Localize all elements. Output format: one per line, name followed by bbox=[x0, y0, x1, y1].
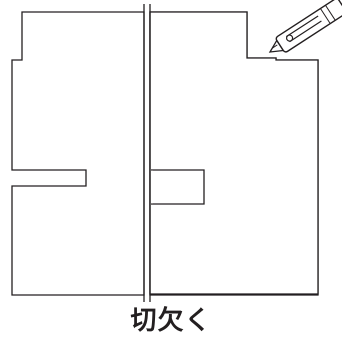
utility-knife-icon bbox=[268, 0, 342, 53]
right-panel-notch bbox=[151, 169, 205, 205]
right-panel-body bbox=[149, 11, 319, 295]
caption-label: 切欠く bbox=[130, 306, 212, 336]
right-panel-notch-mask bbox=[151, 170, 153, 204]
left-panel-outline bbox=[11, 11, 145, 296]
